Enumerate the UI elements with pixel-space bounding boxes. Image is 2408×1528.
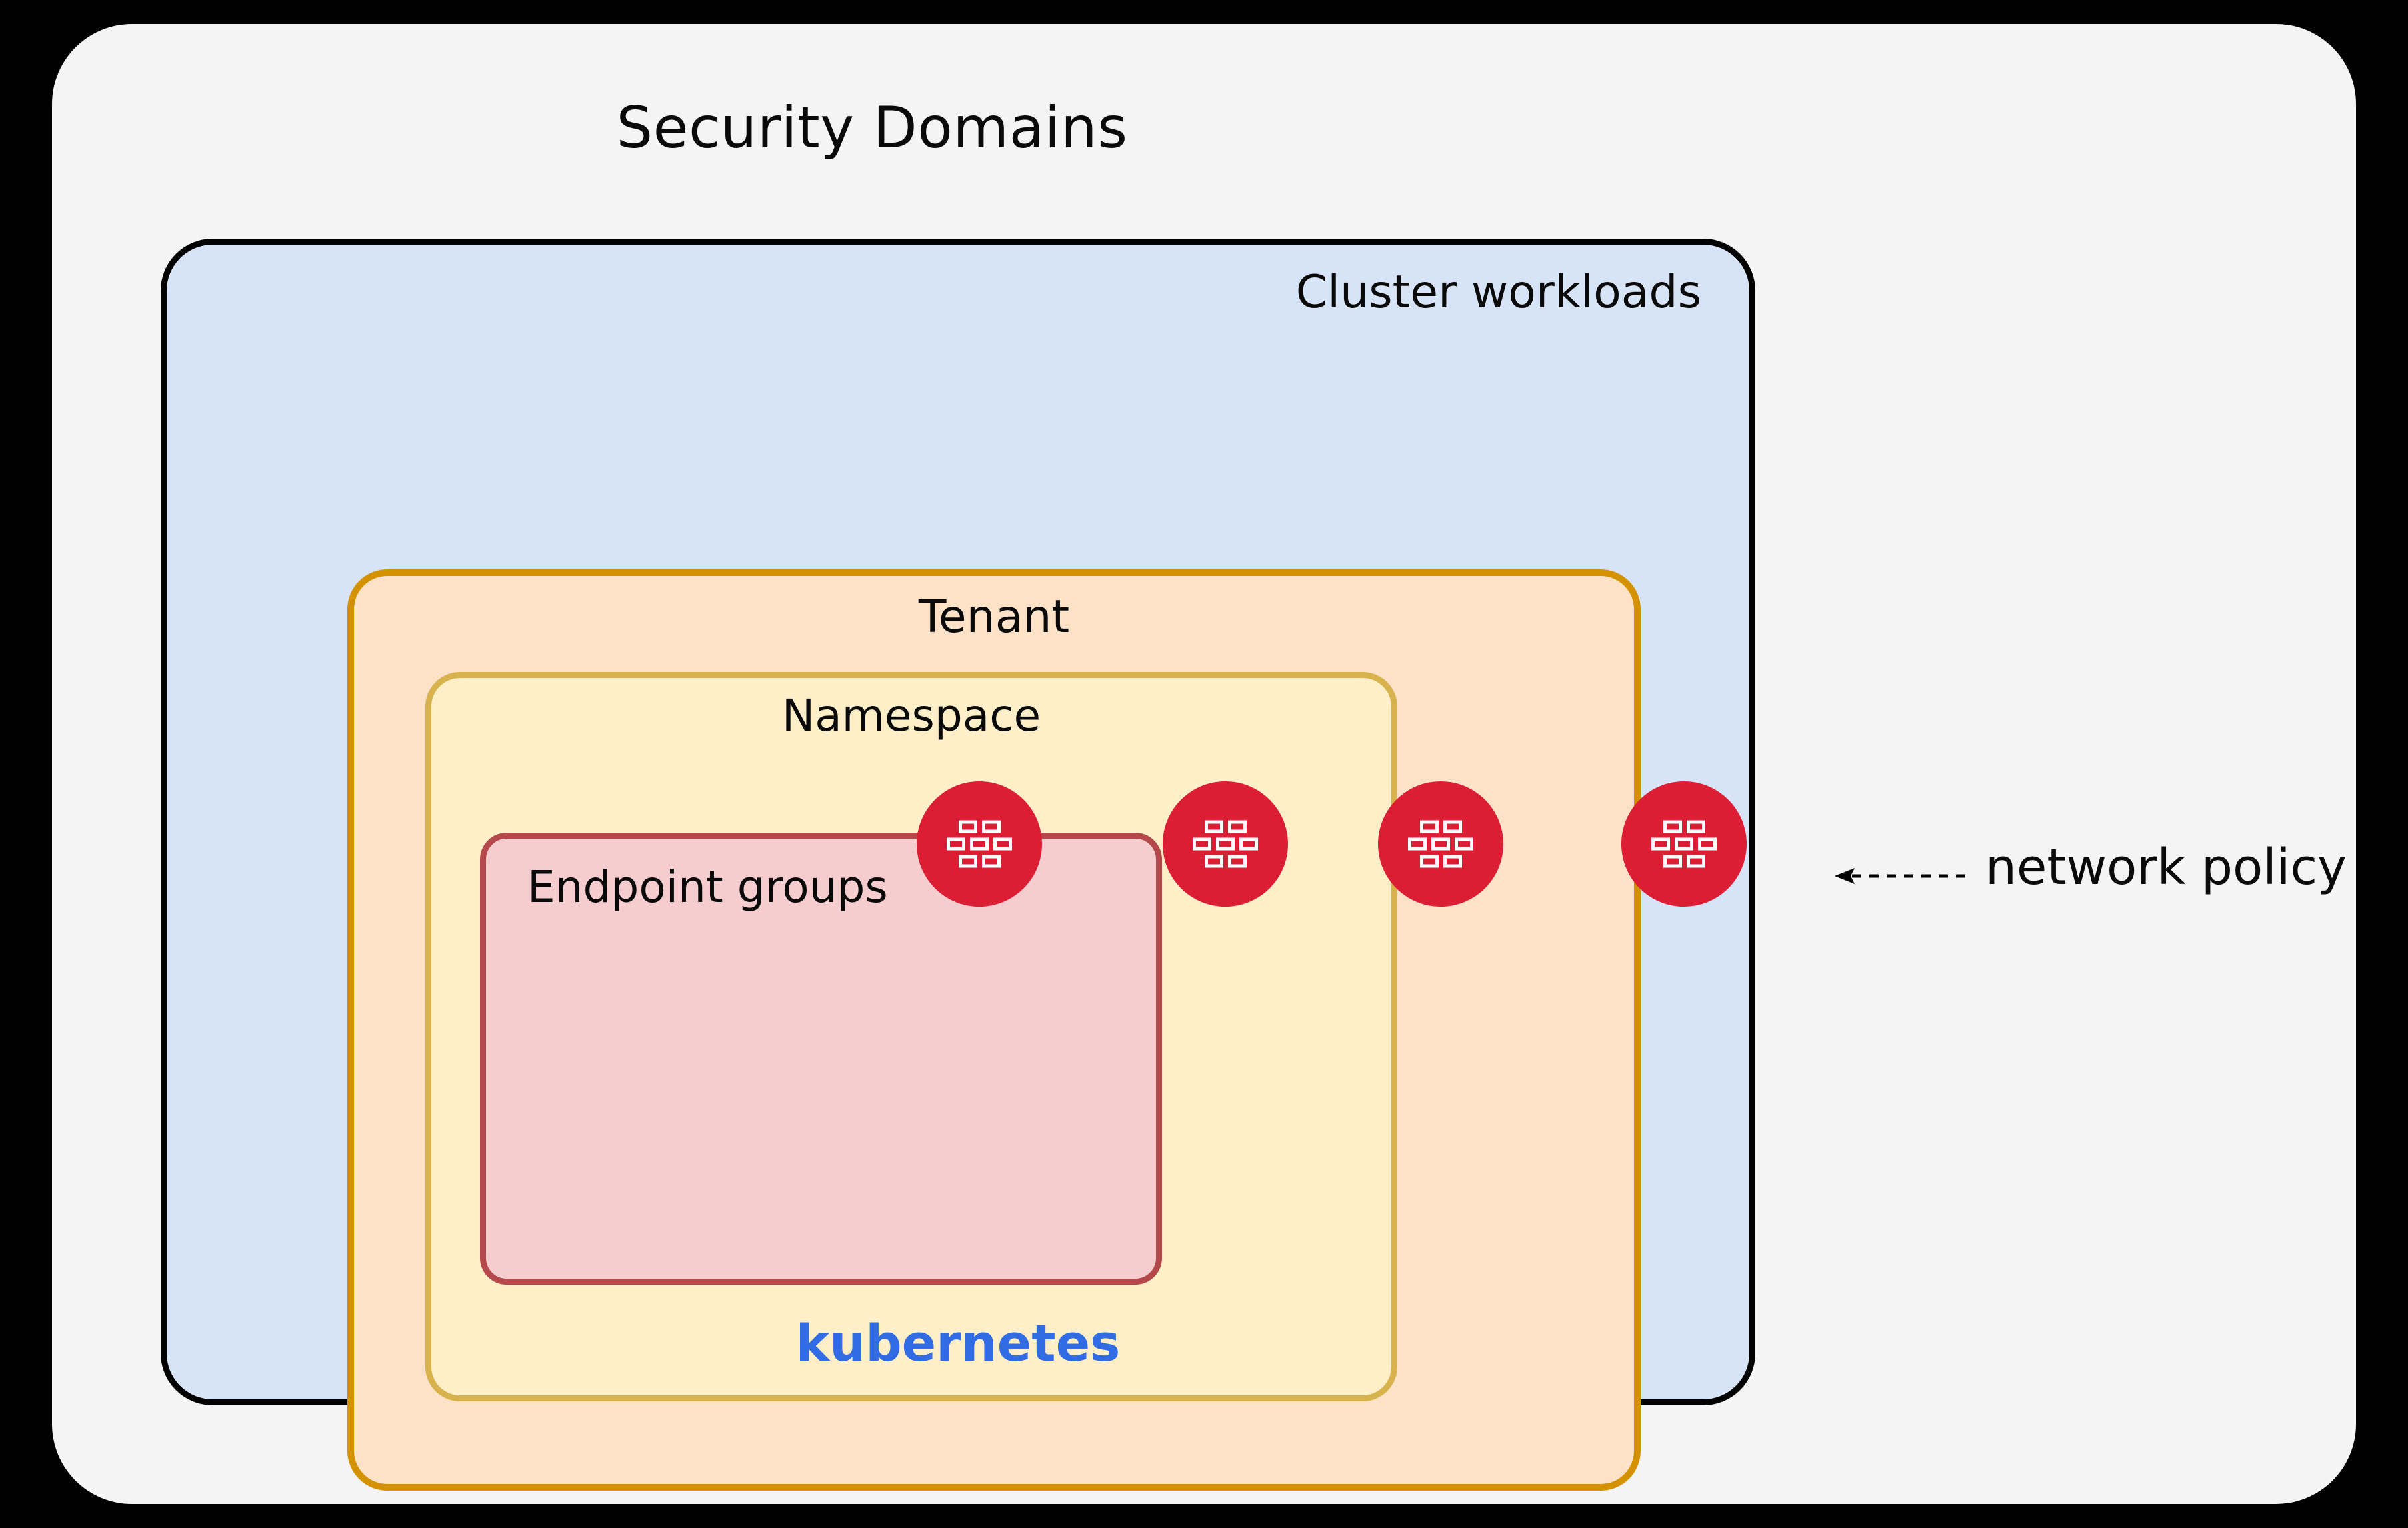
brick	[958, 820, 977, 833]
endpoint-groups-box: Endpoint groups	[480, 833, 1162, 1285]
firewall-icon-cluster[interactable]	[1621, 781, 1747, 907]
brick	[1193, 837, 1211, 851]
network-policy-label: network policy	[1985, 839, 2347, 896]
security-domains-panel: Security Domains Cluster workloads Tenan…	[52, 24, 2356, 1504]
brick	[1227, 855, 1247, 868]
brick	[1239, 837, 1258, 851]
firewall-icon-namespace[interactable]	[1163, 781, 1288, 907]
brick	[1675, 837, 1693, 851]
cluster-workloads-label: Cluster workloads	[1295, 266, 1701, 319]
firewall-icon-tenant[interactable]	[1378, 781, 1503, 907]
firewall-icon	[1649, 820, 1719, 868]
brick	[1663, 855, 1682, 868]
brick	[947, 837, 965, 851]
brick	[958, 855, 977, 868]
brick	[1419, 820, 1439, 833]
kubernetes-label: kubernetes	[795, 1313, 1121, 1373]
brick	[1419, 855, 1439, 868]
network-policy-arrow-icon	[1835, 868, 1965, 884]
brick	[1686, 820, 1705, 833]
brick	[1443, 820, 1462, 833]
firewall-icon	[945, 820, 1014, 868]
firewall-icon-endpoint-groups[interactable]	[917, 781, 1042, 907]
brick	[1227, 820, 1247, 833]
brick	[1216, 837, 1235, 851]
tenant-label: Tenant	[918, 591, 1070, 643]
brick	[981, 855, 1001, 868]
brick	[981, 820, 1001, 833]
brick	[1455, 837, 1473, 851]
brick	[1204, 820, 1223, 833]
page-title: Security Domains	[616, 95, 1128, 161]
brick	[1431, 837, 1450, 851]
namespace-label: Namespace	[781, 690, 1041, 741]
firewall-icon	[1191, 820, 1260, 868]
brick	[1663, 820, 1682, 833]
cluster-workloads-box: Cluster workloads Tenant Namespace Endpo…	[161, 239, 1755, 1491]
brick	[1686, 855, 1705, 868]
endpoint-groups-label: Endpoint groups	[527, 861, 888, 913]
brick	[1698, 837, 1717, 851]
brick	[993, 837, 1012, 851]
brick	[1443, 855, 1462, 868]
brick	[1651, 837, 1670, 851]
brick	[1204, 855, 1223, 868]
brick	[1408, 837, 1427, 851]
brick	[970, 837, 989, 851]
firewall-icon	[1406, 820, 1475, 868]
